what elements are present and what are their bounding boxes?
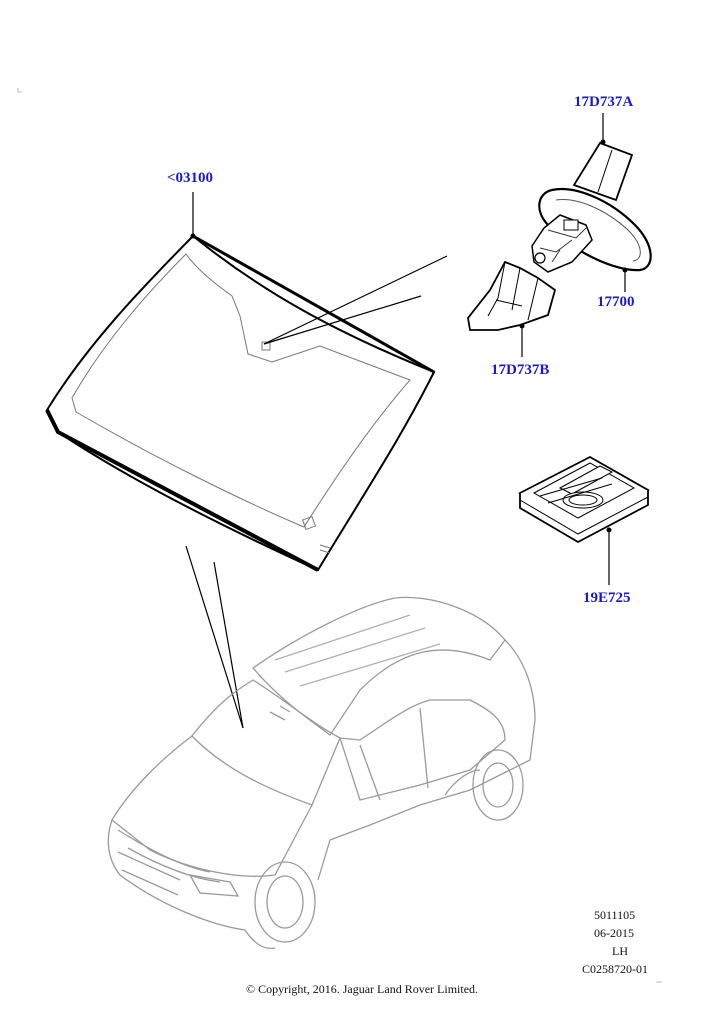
- copyright-notice: © Copyright, 2016. Jaguar Land Rover Lim…: [245, 982, 479, 996]
- diagram-ref: 5011105: [594, 908, 636, 922]
- diagram-side: LH: [612, 944, 628, 958]
- windscreen-part[interactable]: [45, 234, 436, 572]
- rear-view-mirror-part[interactable]: [531, 187, 652, 273]
- diagram-code: C0258720-01: [582, 962, 648, 976]
- vehicle-outline: [107, 596, 536, 950]
- callout-repair-kit[interactable]: 19E725: [583, 590, 631, 606]
- mirror-cover-lower-part[interactable]: [467, 260, 557, 331]
- mirror-cover-upper-part[interactable]: [572, 141, 634, 202]
- callout-mirror[interactable]: 17700: [597, 294, 635, 310]
- callout-mirror-cover-lower[interactable]: 17D737B: [491, 362, 550, 378]
- callout-mirror-cover-upper[interactable]: 17D737A: [574, 94, 634, 110]
- diagram-date: 06-2015: [594, 926, 634, 940]
- repair-kit-part[interactable]: [518, 455, 650, 544]
- callout-windscreen[interactable]: <03100: [167, 170, 214, 186]
